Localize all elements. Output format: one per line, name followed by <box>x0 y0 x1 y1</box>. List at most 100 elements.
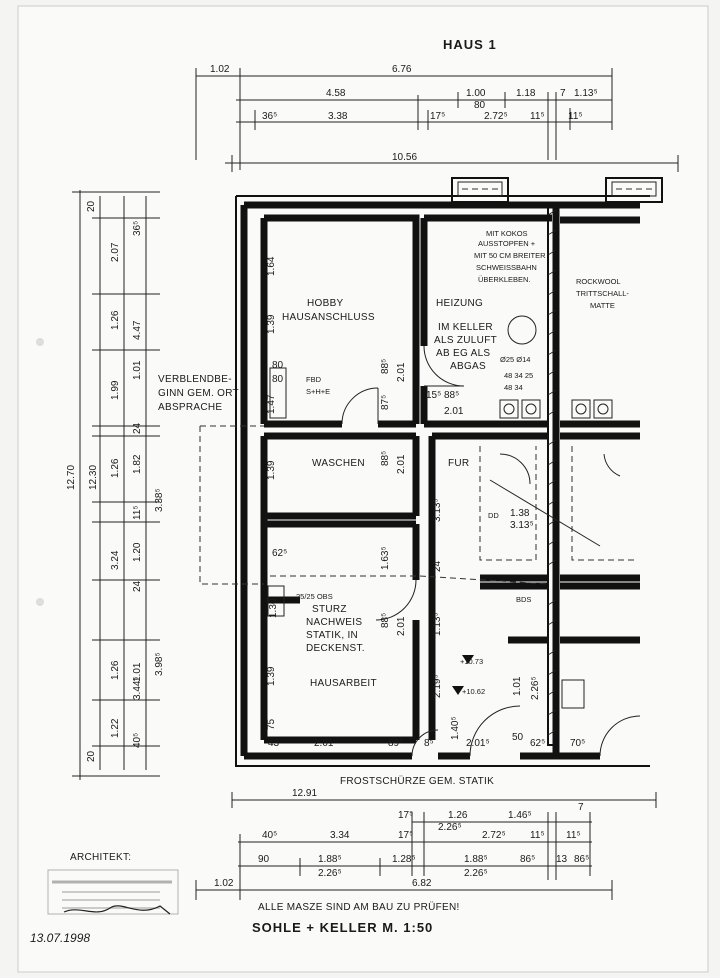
svg-text:2.01: 2.01 <box>396 362 407 382</box>
svg-text:88⁵: 88⁵ <box>444 390 459 401</box>
room-hausanschluss-label: HAUSANSCHLUSS <box>282 312 375 323</box>
svg-text:ABSPRACHE: ABSPRACHE <box>158 402 222 413</box>
svg-text:STATIK, IN: STATIK, IN <box>306 630 358 641</box>
svg-text:GINN GEM. ORT: GINN GEM. ORT <box>158 388 239 399</box>
svg-text:1.30: 1.30 <box>268 598 279 618</box>
svg-text:1.63⁵: 1.63⁵ <box>380 546 391 570</box>
bottom-dimension-lines <box>195 792 657 900</box>
svg-text:2.01: 2.01 <box>396 454 407 474</box>
dim-bottom-r2-f: 11⁵ <box>530 830 545 841</box>
room-flur-label: FUR <box>448 458 469 469</box>
dim-top-r3-c: 17⁵ <box>430 111 445 122</box>
note-pipe: Ø25 Ø14 <box>500 355 530 364</box>
dim-left-13: 1.01 <box>132 360 143 380</box>
svg-text:70⁵: 70⁵ <box>570 738 585 749</box>
level-marker-1: +10.73 <box>460 657 483 666</box>
dim-left-6: 1.26 <box>110 660 121 680</box>
dim-bottom-r4-a: 2.26⁵ <box>318 868 342 879</box>
svg-text:TRITTSCHALL-: TRITTSCHALL- <box>576 289 629 298</box>
top-dimension-lines <box>195 68 679 172</box>
svg-text:2.01⁵: 2.01⁵ <box>466 738 490 749</box>
dim-bottom-r3-g: 86⁵ <box>574 854 589 865</box>
dim-top-r2-a: 4.58 <box>326 88 346 99</box>
dim-bottom-r1-a: 17⁵ <box>398 810 413 821</box>
dim-top-r2-d: 7 <box>560 88 566 99</box>
punch-hole <box>36 598 44 606</box>
svg-text:88⁵: 88⁵ <box>380 451 391 466</box>
fixtures <box>267 315 613 709</box>
dim-top-r2-c: 1.18 <box>516 88 536 99</box>
dim-top-r1-b: 6.76 <box>392 64 412 75</box>
dim-left-19: 24 <box>132 422 143 434</box>
dim-left-21: 11⁵ <box>132 505 143 520</box>
svg-text:VERBLENDBE-: VERBLENDBE- <box>158 374 232 385</box>
svg-text:62⁵: 62⁵ <box>272 548 287 559</box>
dim-left-2: 1.26 <box>110 310 121 330</box>
dim-bottom-r2-c: 17⁵ <box>398 830 413 841</box>
dim-top-overall: 10.56 <box>392 152 417 163</box>
dim-bottom-r3-c: 1.28⁵ <box>392 854 416 865</box>
dim-top-r1-a: 1.02 <box>210 64 230 75</box>
dim-left-0: 20 <box>86 200 97 212</box>
dim-left-3: 1.99 <box>110 380 121 400</box>
svg-text:8⁵: 8⁵ <box>424 738 434 749</box>
svg-text:AB EG ALS: AB EG ALS <box>436 348 490 359</box>
dim-bottom-r3-e: 86⁵ <box>520 854 535 865</box>
svg-text:80: 80 <box>272 360 284 371</box>
svg-text:1.47: 1.47 <box>266 394 277 414</box>
svg-text:ABGAS: ABGAS <box>450 361 486 372</box>
note-fbd: FBD <box>306 375 322 384</box>
svg-text:2.01: 2.01 <box>444 406 464 417</box>
architect-signature <box>63 905 171 915</box>
dim-left-10: 12.30 <box>88 465 99 490</box>
dim-left-5: 3.24 <box>110 550 121 570</box>
doors <box>341 345 641 757</box>
note-frostschurze: FROSTSCHÜRZE GEM. STATIK <box>340 775 494 787</box>
dim-bottom-r5-b: 6.82 <box>412 878 432 889</box>
svg-text:1.40⁵: 1.40⁵ <box>450 716 461 740</box>
svg-text:88⁵: 88⁵ <box>380 359 391 374</box>
svg-text:75: 75 <box>266 718 277 730</box>
dim-left-14: 1.82 <box>132 454 143 474</box>
dim-left-8: 20 <box>86 750 97 762</box>
dim-bottom-r1-c: 1.46⁵ <box>508 810 532 821</box>
svg-text:2.26⁵: 2.26⁵ <box>530 676 541 700</box>
dim-top-r3-b: 3.38 <box>328 111 348 122</box>
light-well-left <box>451 177 509 203</box>
dim-bottom-r4-b: 2.26⁵ <box>464 868 488 879</box>
dim-left-22: 3.44⁵ <box>132 676 143 700</box>
note-kokos: MIT KOKOS AUSSTOPFEN + MIT 50 CM BREITER… <box>474 229 546 284</box>
svg-text:1.64: 1.64 <box>266 256 277 276</box>
architect-label: ARCHITEKT: <box>70 852 131 863</box>
dim-top-r2-b: 1.00 <box>466 88 486 99</box>
note-dd: DD <box>488 511 499 520</box>
svg-text:50: 50 <box>512 732 524 743</box>
dim-bottom-r2-d: 2.26⁵ <box>438 822 462 833</box>
svg-text:1.39: 1.39 <box>266 314 277 334</box>
svg-text:ÜBERKLEBEN.: ÜBERKLEBEN. <box>478 275 531 284</box>
svg-text:88⁵: 88⁵ <box>380 613 391 628</box>
dashed-outlines <box>199 425 636 585</box>
dim-left-17: 3.38⁵ <box>154 488 165 512</box>
left-dimension-lines <box>72 190 160 780</box>
note-she: S+H+E <box>306 387 330 396</box>
dim-top-r3-f: 11⁵ <box>530 111 545 122</box>
dim-left-16: 1.01 <box>132 662 143 682</box>
dim-left-20: 24 <box>132 580 143 592</box>
svg-text:1.01: 1.01 <box>512 676 523 696</box>
dim-left-4: 1.26 <box>110 458 121 478</box>
svg-text:87⁵: 87⁵ <box>380 395 391 410</box>
light-well-right <box>605 177 663 203</box>
room-hausarbeit-label: HAUSARBEIT <box>310 678 377 689</box>
footer-plan-title: SOHLE + KELLER M. 1:50 <box>252 920 433 935</box>
svg-text:STURZ: STURZ <box>312 604 347 615</box>
plan-title: HAUS 1 <box>443 37 497 52</box>
svg-text:MATTE: MATTE <box>590 301 615 310</box>
note-pipe3: 48 34 <box>504 383 523 392</box>
dim-left-7: 1.22 <box>110 718 121 738</box>
dim-bottom-r2-e: 2.72⁵ <box>482 830 506 841</box>
note-sturz-size: 25/25 OBS <box>296 592 333 601</box>
dim-top-r3-e: 2.72⁵ <box>484 111 508 122</box>
dim-bottom-r1-d: 7 <box>578 802 584 813</box>
